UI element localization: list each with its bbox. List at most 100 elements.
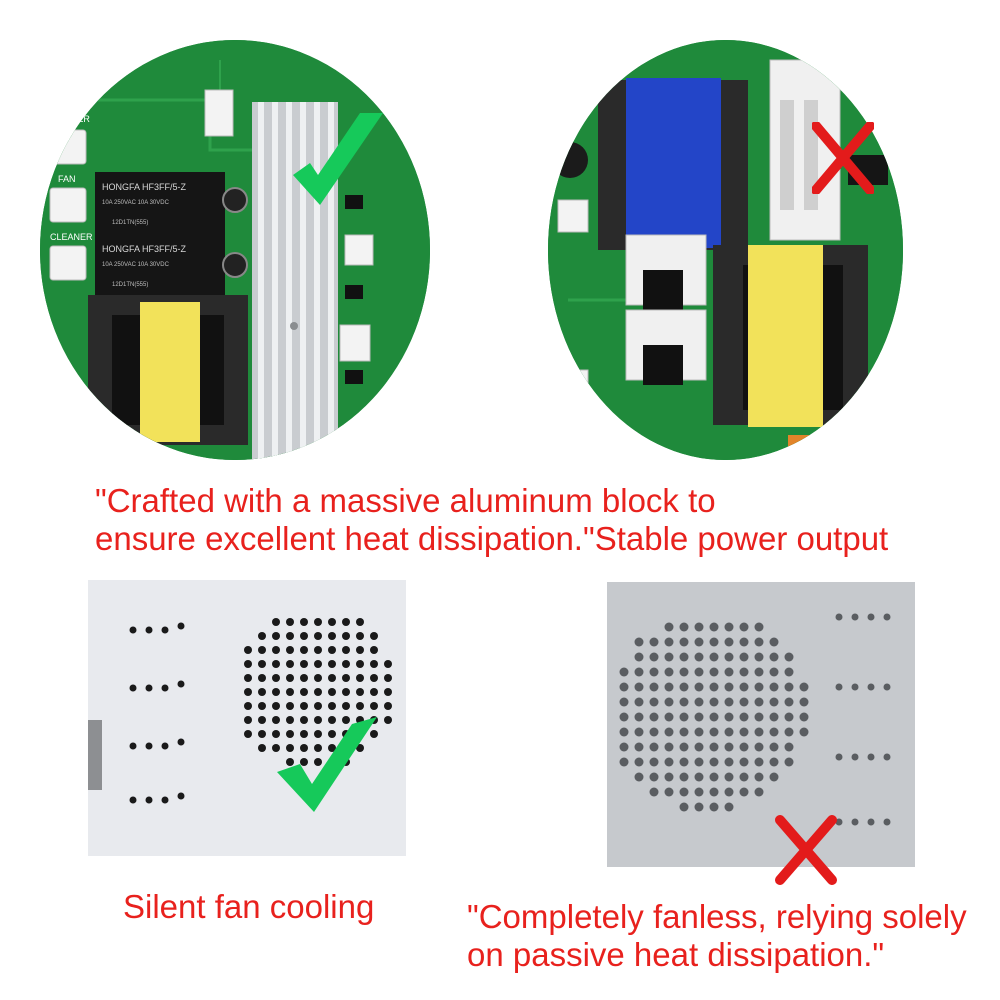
vent-hole (244, 674, 252, 682)
vent-hole (883, 683, 891, 691)
vent-hole (664, 772, 674, 782)
vent-hole (286, 730, 294, 738)
vent-hole (272, 632, 280, 640)
transformer-tape (140, 302, 200, 442)
vent-hole (370, 688, 378, 696)
vent-hole (754, 787, 764, 797)
pcb-good-image: HEATER FAN CLEANER HONGFA HF3FF/5-Z 10A … (40, 40, 430, 460)
vent-hole (724, 802, 734, 812)
vent-hole (649, 757, 659, 767)
vent-hole (356, 674, 364, 682)
vent-hole (129, 684, 137, 692)
vent-hole (634, 727, 644, 737)
vent-hole (177, 738, 185, 746)
vent-hole (258, 632, 266, 640)
vent-hole (258, 674, 266, 682)
vent-hole (342, 674, 350, 682)
vent-hole (370, 646, 378, 654)
cross-icon-bottom (775, 815, 837, 885)
heat-dissipation-caption: "Crafted with a massive aluminum block t… (95, 482, 975, 558)
vent-hole (799, 682, 809, 692)
vent-hole (769, 697, 779, 707)
vent-hole (328, 744, 336, 752)
vent-hole (784, 712, 794, 722)
vent-hole (851, 613, 859, 621)
vent-hole (356, 744, 364, 752)
vent-hole (328, 674, 336, 682)
vent-hole (694, 652, 704, 662)
vent-hole (328, 730, 336, 738)
vent-hole (867, 683, 875, 691)
vent-hole (679, 787, 689, 797)
vent-hole (694, 712, 704, 722)
vent-hole (679, 712, 689, 722)
vent-hole (851, 753, 859, 761)
vent-hole (272, 618, 280, 626)
vent-hole (835, 613, 843, 621)
vent-hole (664, 637, 674, 647)
vent-hole (328, 688, 336, 696)
vent-hole (754, 667, 764, 677)
vent-hole (258, 688, 266, 696)
vent-hole (709, 667, 719, 677)
vent-hole (342, 660, 350, 668)
vent-hole (754, 727, 764, 737)
vent-hole (145, 742, 153, 750)
vent-hole (328, 618, 336, 626)
vent-hole (883, 753, 891, 761)
relay-2-spec: 10A 250VAC 10A 30VDC (102, 262, 170, 268)
vent-hole (694, 637, 704, 647)
vent-hole (724, 637, 734, 647)
vent-hole (314, 632, 322, 640)
vent-hole (754, 712, 764, 722)
fan-vent-bad-illustration (607, 582, 915, 867)
vent-hole (799, 727, 809, 737)
vent-hole (694, 757, 704, 767)
vent-hole (272, 688, 280, 696)
vent-hole (664, 727, 674, 737)
vent-hole (739, 652, 749, 662)
vent-hole (314, 688, 322, 696)
vent-hole (244, 660, 252, 668)
vent-hole (328, 716, 336, 724)
label-heater: HEATER (54, 114, 90, 124)
vent-hole (286, 702, 294, 710)
vent-hole (244, 702, 252, 710)
vent-hole (664, 757, 674, 767)
vent-hole (634, 757, 644, 767)
vent-hole (244, 646, 252, 654)
vent-hole (161, 796, 169, 804)
vent-hole (739, 637, 749, 647)
vent-hole (342, 716, 350, 724)
vent-hole (784, 652, 794, 662)
vent-hole (754, 652, 764, 662)
vent-hole (161, 742, 169, 750)
vent-hole (314, 730, 322, 738)
relay-2-brand: HONGFA HF3FF/5-Z (102, 244, 187, 254)
vent-hole (709, 772, 719, 782)
vent-hole (272, 674, 280, 682)
vent-hole (649, 682, 659, 692)
vent-hole (384, 716, 392, 724)
vent-hole (619, 742, 629, 752)
vent-hole (177, 680, 185, 688)
vent-hole (619, 712, 629, 722)
vent-hole (769, 757, 779, 767)
vent-hole (129, 626, 137, 634)
vent-hole (724, 667, 734, 677)
vent-hole (694, 697, 704, 707)
vent-hole (709, 652, 719, 662)
vent-hole (724, 787, 734, 797)
vent-hole (634, 667, 644, 677)
vent-hole (300, 730, 308, 738)
vent-hole (867, 818, 875, 826)
vent-hole (664, 697, 674, 707)
vent-hole (244, 688, 252, 696)
vent-hole (634, 697, 644, 707)
pcb-good-illustration: HEATER FAN CLEANER HONGFA HF3FF/5-Z 10A … (40, 40, 430, 460)
vent-hole (286, 688, 294, 696)
vent-hole (314, 674, 322, 682)
vent-hole (161, 626, 169, 634)
vent-hole (694, 682, 704, 692)
vent-hole (739, 742, 749, 752)
